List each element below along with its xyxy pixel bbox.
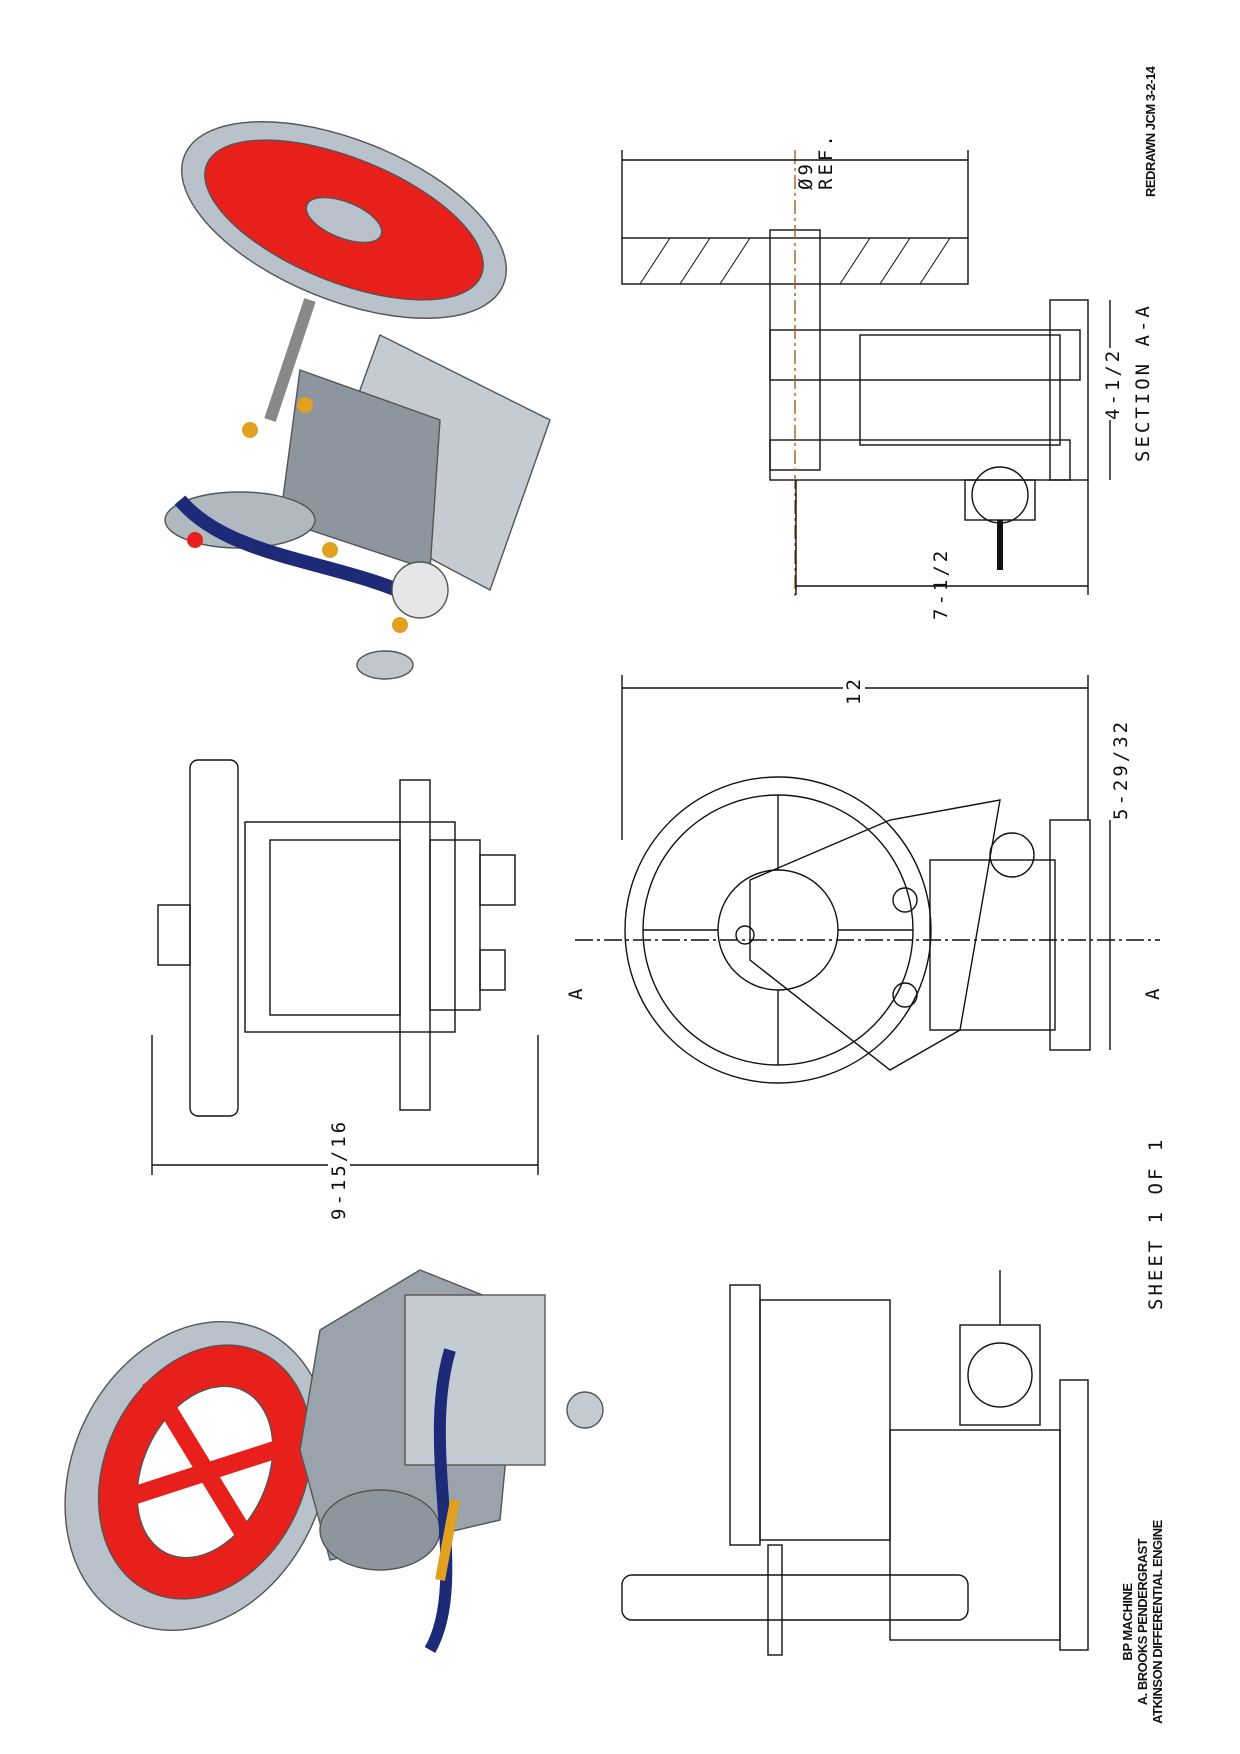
- section-width-dimension: 4-1/2: [1102, 347, 1124, 420]
- title-block: BP MACHINE A. BROOKS PENDERGRAST ATKINSO…: [1120, 1492, 1165, 1752]
- overall-length-dimension: 12: [843, 676, 865, 705]
- base-height-dimension: 5-29/32: [1110, 718, 1132, 820]
- drawing-title: ATKINSON DIFFERENTIAL ENGINE: [1150, 1520, 1165, 1724]
- section-marker-left: A: [565, 985, 587, 1000]
- flywheel-diameter-label: Ø9: [795, 161, 817, 190]
- sheet-number: SHEET 1 OF 1: [1145, 1136, 1167, 1310]
- iso-render-bottom: [64, 1269, 604, 1653]
- top-view-width-dimension: 9-15/16: [328, 1118, 350, 1220]
- company-name: BP MACHINE: [1120, 1583, 1135, 1661]
- top-view: [151, 759, 539, 1175]
- section-depth-dimension: 7-1/2: [930, 547, 952, 620]
- dim-text: Ø9: [795, 161, 817, 190]
- section-label: SECTION A-A: [1132, 303, 1154, 462]
- side-view: [621, 1270, 1089, 1656]
- section-marker-right: A: [1142, 985, 1164, 1000]
- author-name: A. BROOKS PENDERGRAST: [1135, 1538, 1150, 1706]
- flywheel-ref-label: REF.: [815, 132, 837, 190]
- revision-note: REDRAWN JCM 3-2-14: [1143, 66, 1158, 197]
- section-view-a-a: [621, 150, 1111, 600]
- front-view: [575, 675, 1160, 1084]
- iso-render-top: [164, 121, 551, 680]
